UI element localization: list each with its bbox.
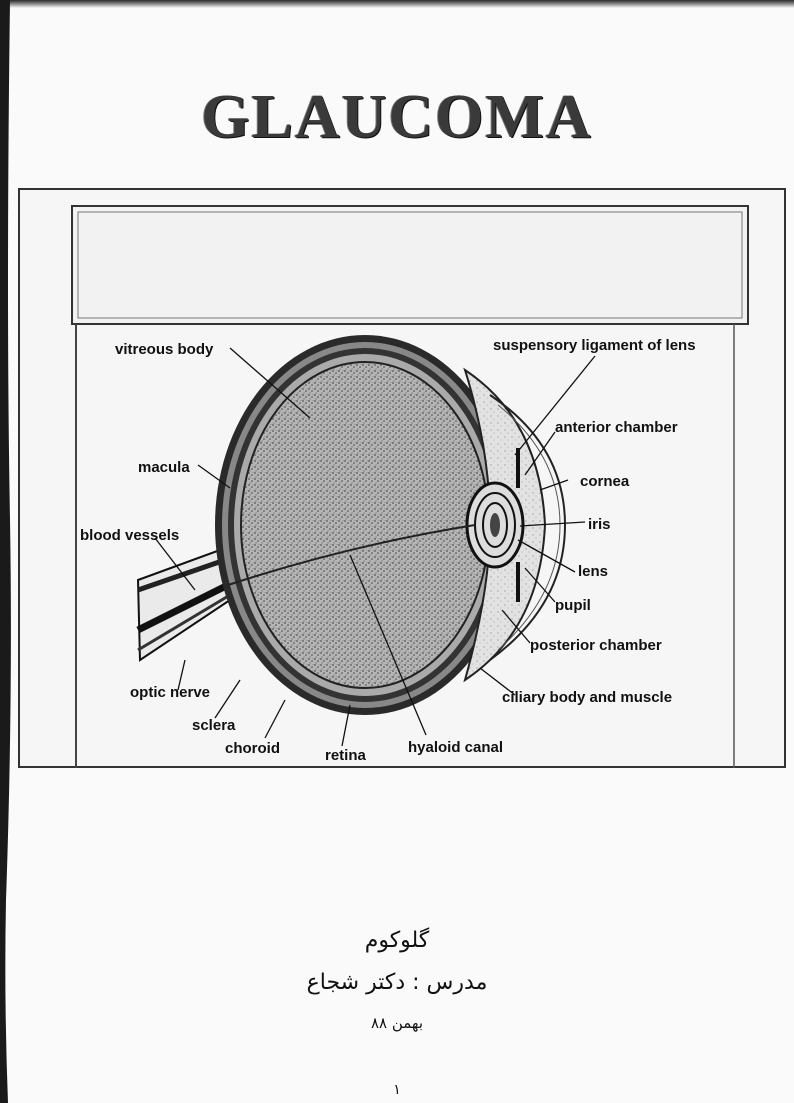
- label-hyaloid-canal: hyaloid canal: [408, 739, 503, 756]
- vitreous-body-shape: [240, 361, 490, 689]
- scan-top-edge: [0, 0, 794, 8]
- label-ciliary-body: ciliary body and muscle: [502, 689, 672, 706]
- label-posterior-chamber: posterior chamber: [530, 637, 662, 654]
- label-iris: iris: [588, 516, 611, 533]
- eye-diagram: vitreous body suspensory ligament of len…: [71, 205, 749, 768]
- optic-nerve-shape: [136, 548, 232, 662]
- page-title: GLAUCOMA: [201, 83, 593, 151]
- label-choroid: choroid: [225, 740, 280, 757]
- label-pupil: pupil: [555, 597, 591, 614]
- eye-figure: vitreous body suspensory ligament of len…: [18, 188, 786, 768]
- page-number: ۱: [393, 1082, 401, 1098]
- label-sclera: sclera: [192, 717, 236, 734]
- label-cornea: cornea: [580, 473, 630, 490]
- label-retina: retina: [325, 747, 367, 764]
- label-anterior-chamber: anterior chamber: [555, 419, 678, 436]
- persian-title: گلوکوم: [364, 928, 430, 953]
- label-suspensory-ligament: suspensory ligament of lens: [493, 337, 696, 354]
- label-blood-vessels: blood vessels: [80, 527, 179, 544]
- teacher-line: مدرس : دکتر شجاع: [306, 970, 488, 995]
- label-lens: lens: [578, 563, 608, 580]
- label-vitreous-body: vitreous body: [115, 341, 214, 358]
- label-macula: macula: [138, 459, 190, 476]
- label-optic-nerve: optic nerve: [130, 684, 210, 701]
- anterior-segment: [463, 367, 567, 683]
- figure-title-box: [71, 205, 749, 325]
- date-line: بهمن ۸۸: [370, 1014, 424, 1032]
- scan-left-edge: [0, 0, 11, 1103]
